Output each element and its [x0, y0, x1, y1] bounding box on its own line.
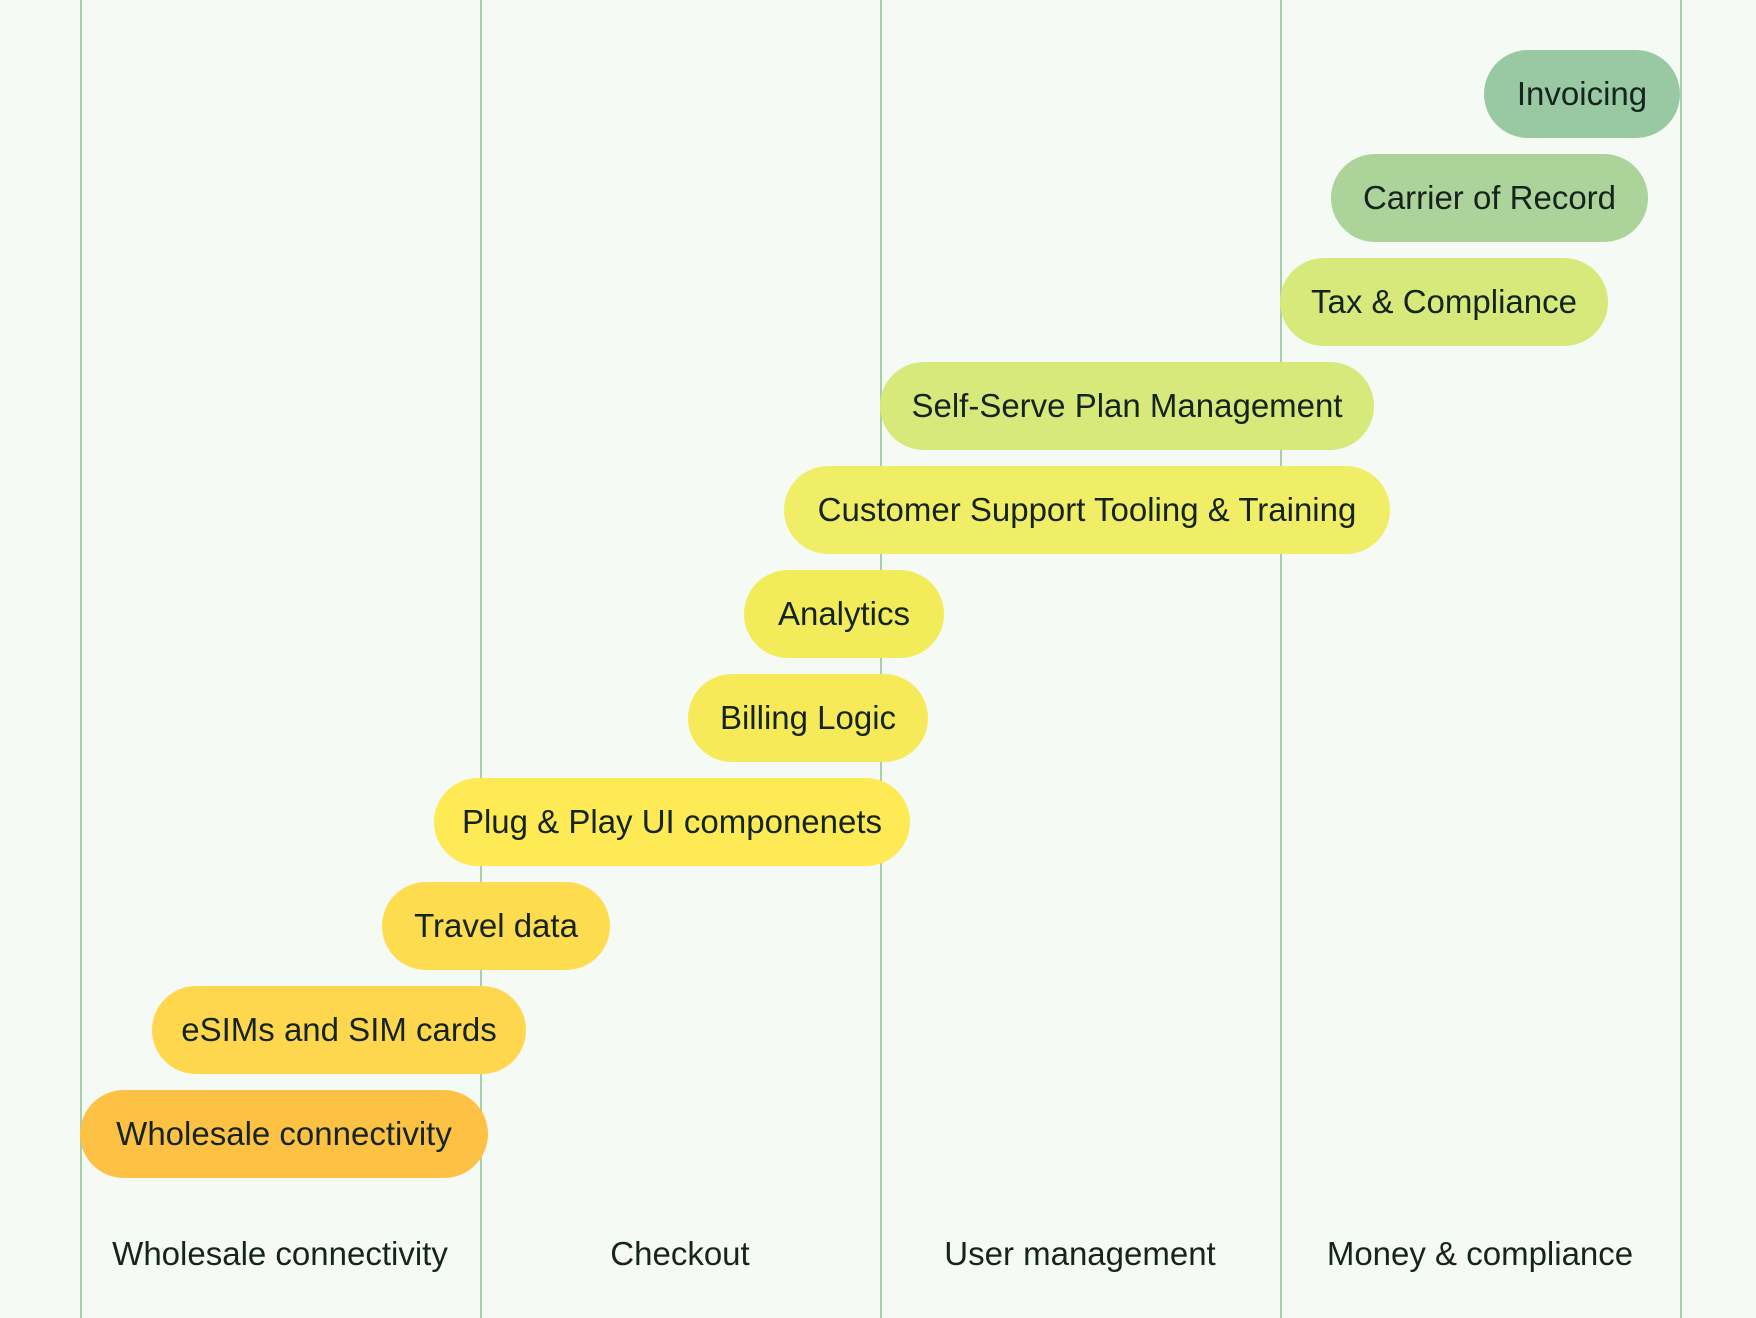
column-divider: [1680, 0, 1682, 1318]
column-divider: [880, 0, 882, 1318]
capability-customer-support-tooling: Customer Support Tooling & Training: [784, 466, 1390, 554]
column-label-checkout: Checkout: [610, 1235, 750, 1272]
column-divider: [480, 0, 482, 1318]
capability-carrier-of-record: Carrier of Record: [1331, 154, 1648, 242]
capability-self-serve-plan-management: Self-Serve Plan Management: [880, 362, 1374, 450]
capability-billing-logic: Billing Logic: [688, 674, 928, 762]
column-divider: [1280, 0, 1282, 1318]
column-label-money-compliance: Money & compliance: [1326, 1235, 1634, 1272]
capability-wholesale-connectivity: Wholesale connectivity: [80, 1090, 488, 1178]
capability-invoicing: Invoicing: [1484, 50, 1680, 138]
capability-travel-data: Travel data: [382, 882, 610, 970]
column-divider: [80, 0, 82, 1318]
capability-analytics: Analytics: [744, 570, 944, 658]
capability-plug-play-ui: Plug & Play UI componenets: [434, 778, 910, 866]
column-label-wholesale-connectivity: Wholesale connectivity: [112, 1235, 448, 1272]
capability-esims-sim-cards: eSIMs and SIM cards: [152, 986, 526, 1074]
capability-tax-compliance: Tax & Compliance: [1280, 258, 1608, 346]
column-label-user-management: User management: [944, 1235, 1216, 1272]
